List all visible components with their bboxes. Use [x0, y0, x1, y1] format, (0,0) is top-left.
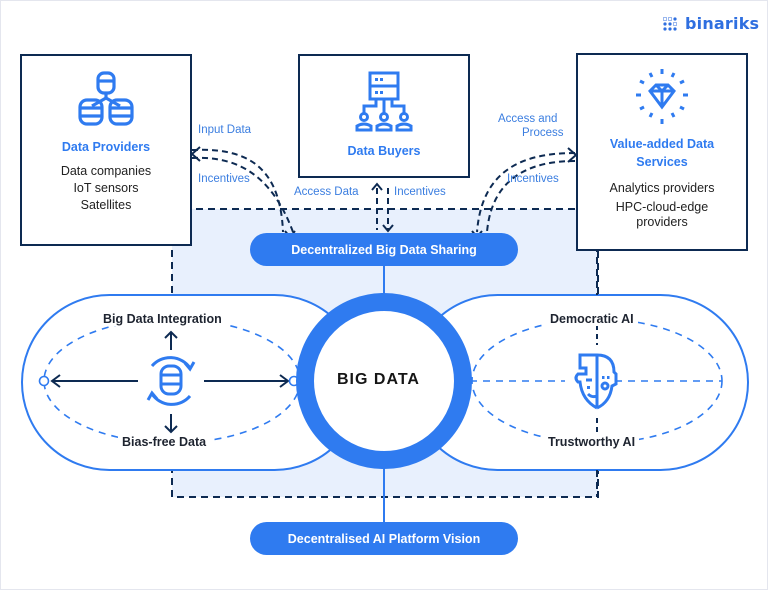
- provider-item: Satellites: [80, 198, 132, 212]
- big-data-sharing-pill: Decentralized Big Data Sharing: [250, 233, 518, 266]
- server-users-icon: [355, 71, 413, 132]
- database-sync-icon: [146, 356, 196, 406]
- brand-name: binariks: [685, 14, 760, 33]
- access-process-label-2: Process: [522, 127, 564, 139]
- data-buyers-box: Data Buyers: [298, 54, 470, 178]
- service-item: providers: [636, 215, 688, 229]
- database-cluster-icon: [78, 71, 134, 126]
- bias-free-data-label: Bias-free Data: [118, 435, 211, 449]
- big-data-integration-label: Big Data Integration: [99, 312, 226, 326]
- value-added-services-box: Value-added Data Services Analytics prov…: [576, 53, 748, 251]
- diamond-icon: [636, 69, 688, 124]
- data-providers-box: Data Providers Data companies IoT sensor…: [20, 54, 192, 246]
- service-item: Analytics providers: [609, 181, 715, 195]
- brand-logo: binariks: [663, 14, 759, 33]
- incentives-mid-label: Incentives: [394, 186, 446, 198]
- ai-platform-vision-pill: Decentralised AI Platform Vision: [250, 522, 518, 555]
- input-data-label: Input Data: [198, 124, 252, 136]
- data-buyers-title: Data Buyers: [347, 144, 421, 158]
- big-data-label: BIG DATA: [337, 371, 420, 388]
- service-item: HPC-cloud-edge: [615, 200, 709, 214]
- data-providers-title: Data Providers: [61, 140, 151, 154]
- access-process-label-1: Access and: [498, 113, 558, 125]
- incentives-left-label: Incentives: [198, 173, 250, 185]
- services-title-line2: Services: [636, 155, 688, 169]
- services-title-line1: Value-added Data: [609, 137, 715, 151]
- provider-item: IoT sensors: [73, 181, 139, 195]
- big-data-ring: [296, 293, 472, 469]
- access-data-label: Access Data: [294, 186, 359, 198]
- provider-item: Data companies: [60, 164, 152, 178]
- dot-grid-logo-icon: [663, 16, 677, 31]
- democratic-ai-label: Democratic AI: [546, 312, 638, 326]
- human-robot-face-icon: [574, 353, 618, 410]
- trustworthy-ai-label: Trustworthy AI: [544, 435, 640, 449]
- incentives-right-label: Incentives: [507, 173, 559, 185]
